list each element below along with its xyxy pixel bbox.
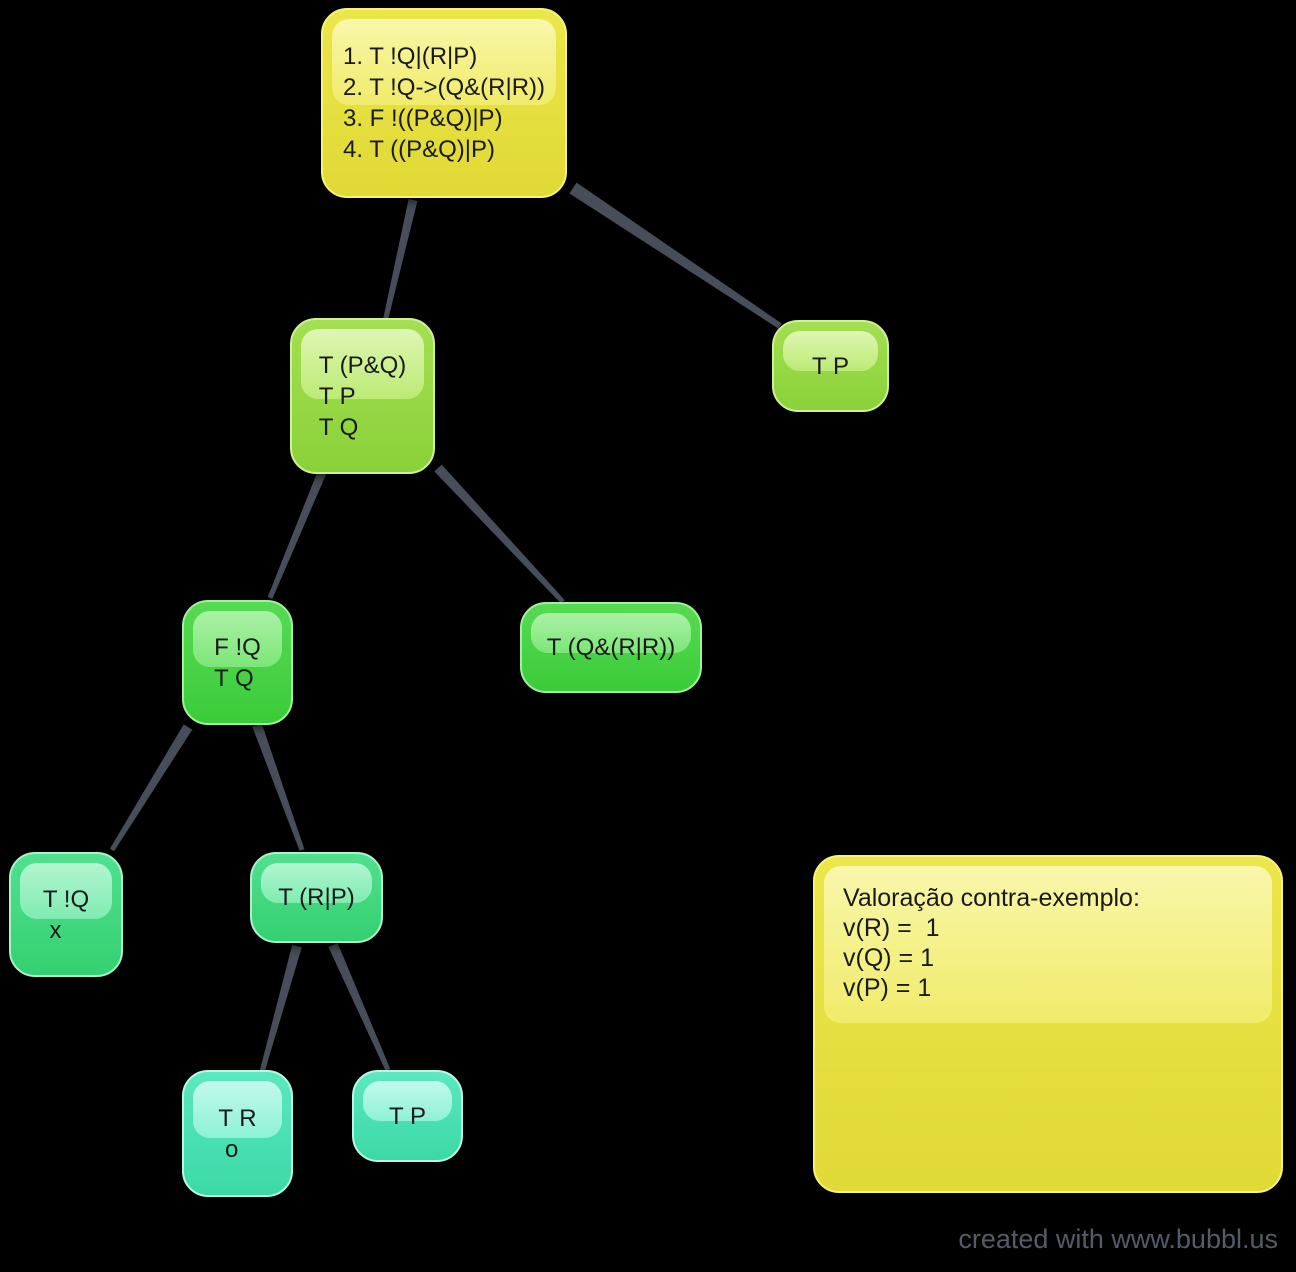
note-counterexample-valuation-text: Valoração contra-exemplo: v(R) = 1 v(Q) …: [843, 884, 1140, 1002]
edge-premises-conj: [382, 199, 418, 323]
node-t-r-or-p[interactable]: T (R|P): [250, 852, 383, 943]
note-counterexample-valuation[interactable]: Valoração contra-exemplo: v(R) = 1 v(Q) …: [813, 855, 1283, 1193]
edge-premises-tp: [569, 182, 782, 329]
node-t-r-or-p-text: T (R|P): [278, 884, 355, 911]
edge-conj-fq: [267, 468, 328, 599]
node-t-q-and-r-or-r-text: T (Q&(R|R)): [546, 634, 676, 661]
edge-fq-tq-closed: [109, 724, 193, 852]
bubbl-watermark: created with www.bubbl.us: [958, 1224, 1278, 1254]
node-t-q-and-r-or-r[interactable]: T (Q&(R|R)): [520, 602, 702, 693]
node-f-not-q[interactable]: F !Q T Q: [182, 600, 293, 725]
node-t-p-and-q[interactable]: T (P&Q) T P T Q: [290, 318, 435, 474]
edge-conj-tqrr: [434, 464, 565, 604]
edge-trp-tp-bottom: [328, 943, 391, 1071]
node-premises-text: 1. T !Q|(R|P) 2. T !Q->(Q&(R|R)) 3. F !(…: [342, 43, 546, 163]
node-premises[interactable]: 1. T !Q|(R|P) 2. T !Q->(Q&(R|R)) 3. F !(…: [321, 8, 567, 198]
node-t-p-right-text: T P: [812, 352, 849, 380]
node-t-p-and-q-text: T (P&Q) T P T Q: [318, 351, 407, 441]
node-t-r-open-text: T R o: [218, 1104, 257, 1163]
node-t-not-q-closed[interactable]: T !Q x: [9, 852, 123, 977]
node-t-not-q-closed-text: T !Q x: [42, 885, 90, 944]
node-t-p-bottom[interactable]: T P: [352, 1070, 463, 1162]
node-t-p-right[interactable]: T P: [772, 320, 889, 412]
node-t-p-bottom-text: T P: [389, 1102, 426, 1130]
edge-trp-tr-open: [259, 944, 302, 1073]
edge-fq-trp: [252, 723, 305, 851]
node-t-r-open[interactable]: T R o: [182, 1070, 293, 1197]
node-f-not-q-text: F !Q T Q: [214, 633, 261, 692]
